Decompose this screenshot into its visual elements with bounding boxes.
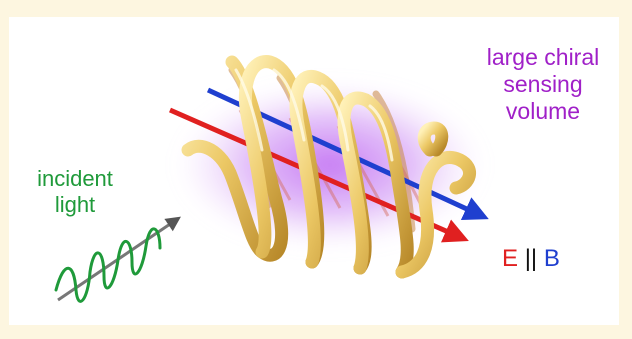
incident-light-line-2: light: [20, 192, 130, 218]
incident-light-line-1: incident: [20, 166, 130, 192]
sensing-volume-line-2: sensing: [468, 71, 618, 98]
sensing-volume-line-3: volume: [468, 98, 618, 125]
e-field-symbol: E: [502, 245, 518, 272]
sensing-volume-line-1: large chiral: [468, 44, 618, 71]
e-parallel-b-label: E || B: [502, 245, 560, 273]
parallel-symbol: ||: [525, 245, 537, 272]
sensing-volume-label: large chiral sensing volume: [468, 44, 618, 125]
b-field-symbol: B: [544, 245, 560, 272]
incident-light-label: incident light: [20, 166, 130, 218]
